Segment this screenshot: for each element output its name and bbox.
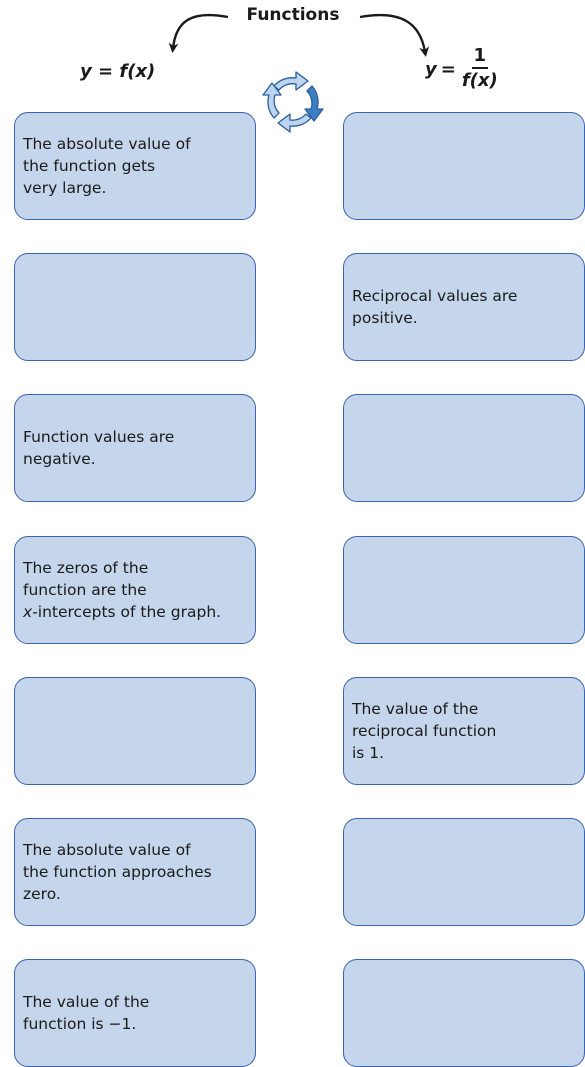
function-property-text: The absolute value of the function gets … — [23, 135, 191, 197]
reciprocal-property-box — [343, 394, 585, 502]
fraction-numerator: 1 — [471, 46, 489, 69]
function-property-text: The zeros of the function are the x-inte… — [23, 559, 222, 621]
function-equals: = — [98, 61, 114, 82]
function-property-text: The value of the function is −1. — [23, 993, 150, 1033]
circular-arrows-icon — [262, 71, 324, 133]
function-property-box: The value of the function is −1. — [14, 959, 256, 1067]
reciprocal-property-box: The value of the reciprocal function is … — [343, 677, 585, 785]
fraction-denominator: f(x) — [461, 70, 498, 91]
reciprocal-property-box — [343, 818, 585, 926]
function-property-box — [14, 677, 256, 785]
reciprocal-property-text: Reciprocal values are positive. — [352, 287, 518, 327]
function-property-text: Function values are negative. — [23, 428, 175, 468]
reciprocal-property-box — [343, 112, 585, 220]
left-arrow — [168, 13, 229, 53]
function-property-box — [14, 253, 256, 361]
function-property-box: The zeros of the function are the x-inte… — [14, 536, 256, 644]
reciprocal-property-box — [343, 536, 585, 644]
reciprocal-property-box: Reciprocal values are positive. — [343, 253, 585, 361]
function-property-text: The absolute value of the function appro… — [23, 841, 212, 903]
function-rhs: f(x) — [119, 61, 156, 82]
diagram-title: Functions — [246, 5, 340, 25]
reciprocal-heading: y = 1 f(x) — [425, 46, 500, 92]
function-heading: y = f(x) — [80, 60, 155, 84]
reciprocal-fraction: 1 f(x) — [460, 46, 500, 92]
heading-arrows — [168, 13, 430, 57]
function-lhs: y — [80, 61, 92, 82]
function-property-box: The absolute value of the function gets … — [14, 112, 256, 220]
reciprocal-lhs: y — [425, 58, 437, 80]
function-property-box: The absolute value of the function appro… — [14, 818, 256, 926]
reciprocal-property-box — [343, 959, 585, 1067]
reciprocal-equals: = — [440, 58, 456, 80]
reciprocal-property-text: The value of the reciprocal function is … — [352, 700, 497, 762]
function-property-box: Function values are negative. — [14, 394, 256, 502]
right-arrow — [359, 13, 430, 57]
